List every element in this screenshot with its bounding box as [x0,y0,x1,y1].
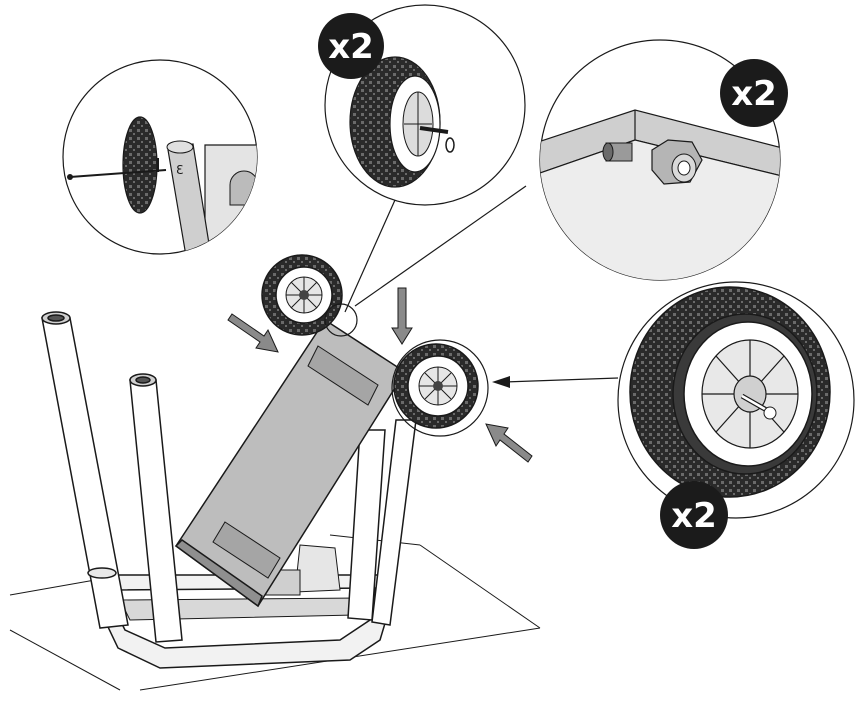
badge-top-right: x2 [720,59,788,127]
arrow-icon [227,313,279,353]
callout-wheel-detail [617,281,855,519]
wheel-mounted-right [393,343,479,429]
svg-text:Ɛ: Ɛ [176,163,183,177]
wheel-highlight-circle [391,339,489,437]
badge-top-center: x2 [318,13,384,79]
callout-axle-insert: Ɛ [62,59,258,255]
axle-highlight-circle [324,303,358,337]
leader-arrow [492,376,619,388]
callout-bolt-nut [539,39,781,281]
badge-bottom-right: x2 [660,481,728,549]
wheel-mounted-left [261,254,343,336]
svg-text:x2: x2 [671,496,717,536]
legs [41,311,417,643]
arrow-icon [391,287,413,345]
svg-text:x2: x2 [731,74,777,114]
arrow-icon [485,423,533,463]
leader-lines [344,185,527,313]
tilted-panel [174,318,407,608]
svg-text:x2: x2 [328,27,374,67]
